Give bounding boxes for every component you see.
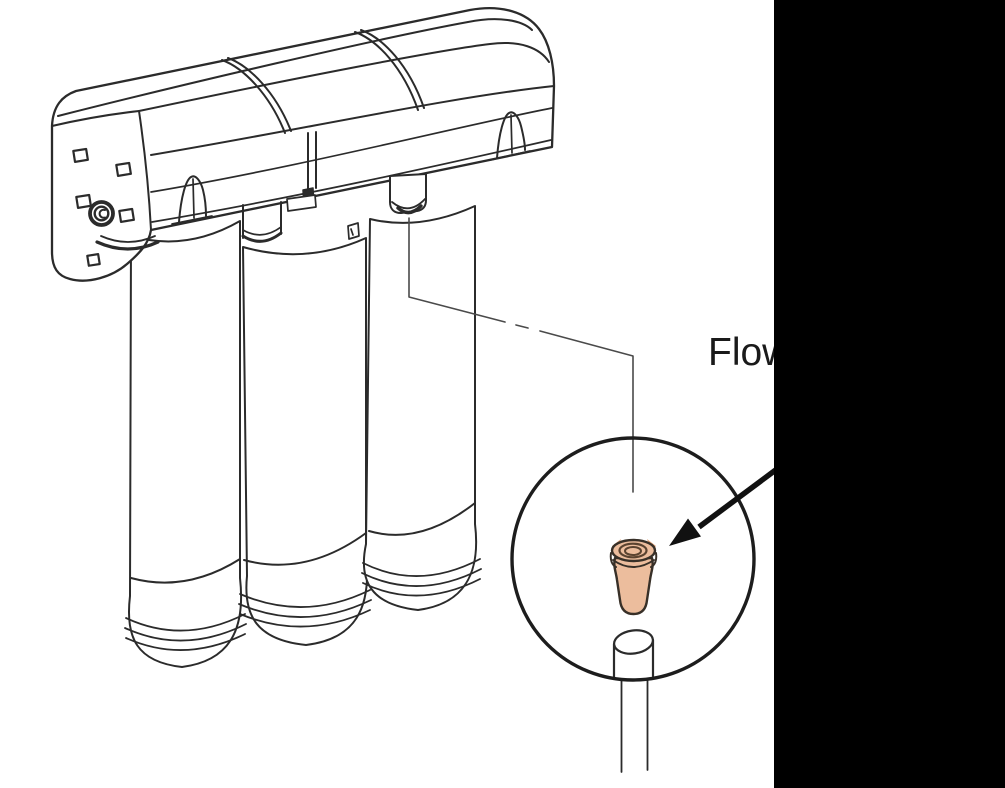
divider-arc-1 (221, 57, 292, 134)
cartridge-bottom-rings (124, 613, 247, 651)
head-cup-lip-1 (95, 240, 160, 251)
cartridge-clip-detail (347, 222, 360, 240)
mounting-fin-left (171, 175, 213, 225)
end-face-top-edge (51, 110, 140, 127)
manifold-housing (50, 6, 556, 282)
fitting-lip (391, 198, 426, 210)
housing-outline (50, 6, 556, 282)
filter-cartridge-3 (361, 205, 482, 611)
mounting-fin-right (489, 111, 531, 161)
port-inner-ring (93, 205, 110, 222)
restrictor-body (613, 556, 654, 616)
leader-line (408, 217, 634, 493)
fin-outline (496, 111, 526, 159)
restrictor-ring (618, 542, 648, 559)
filter-unit-drawing (50, 6, 556, 668)
arrow-shaft (697, 463, 783, 530)
callout-arrow (669, 463, 783, 546)
housing-cover-crease (138, 42, 550, 112)
tube-magnified (612, 629, 655, 681)
neck-lip-inner (242, 226, 282, 236)
filter-3-top-fitting (389, 173, 427, 215)
filter-cartridge-2 (238, 222, 372, 646)
neck-lip (241, 231, 283, 243)
clip-square (75, 193, 92, 209)
filter-2-neck (241, 194, 317, 243)
clip-square (72, 147, 89, 163)
fin-outline (178, 175, 207, 223)
port-c-detail (98, 208, 106, 219)
port-fitting (88, 200, 115, 227)
cartridge-seam-line (243, 532, 367, 566)
end-face-right-edge (138, 110, 152, 231)
clip-square (115, 161, 132, 177)
restrictor-collar-line (612, 559, 655, 568)
clip-square (86, 253, 101, 267)
arrow-head (669, 518, 701, 546)
cartridge-body (128, 220, 242, 668)
divider-arc-2 (354, 29, 425, 111)
restrictor-collar-ears (609, 552, 658, 568)
fin-inner-line (489, 114, 531, 161)
cartridge-body (242, 237, 369, 646)
neck-notch (286, 194, 317, 212)
clip-square (118, 207, 135, 223)
port-outer-ring (88, 200, 115, 227)
housing-top-crease (57, 18, 533, 117)
tube-below-circle (620, 678, 649, 773)
tube-open-end (613, 629, 654, 655)
cartridge-body (362, 205, 478, 611)
fin-inner-line (171, 178, 213, 225)
tab-lines (307, 131, 317, 191)
cartridge-bottom-rings (361, 558, 482, 597)
head-cup-lip-1-inner (100, 235, 156, 243)
tube-walls (612, 638, 655, 681)
callout-circle (510, 436, 756, 682)
fitting-lip-dark (396, 204, 423, 215)
left-end-face-details (72, 147, 135, 267)
housing-band-bottom-line (151, 139, 552, 223)
cartridge-seam-line (130, 558, 241, 584)
cartridge-seam-line (368, 502, 476, 536)
housing-band-top-line (150, 85, 555, 156)
redaction-overlay (774, 0, 1005, 788)
flow-restrictor (609, 538, 658, 616)
neck-sides (242, 201, 282, 239)
cartridge-bottom-rings (238, 589, 372, 628)
restrictor-bore (624, 546, 642, 556)
filter-cartridge-1 (124, 220, 247, 668)
